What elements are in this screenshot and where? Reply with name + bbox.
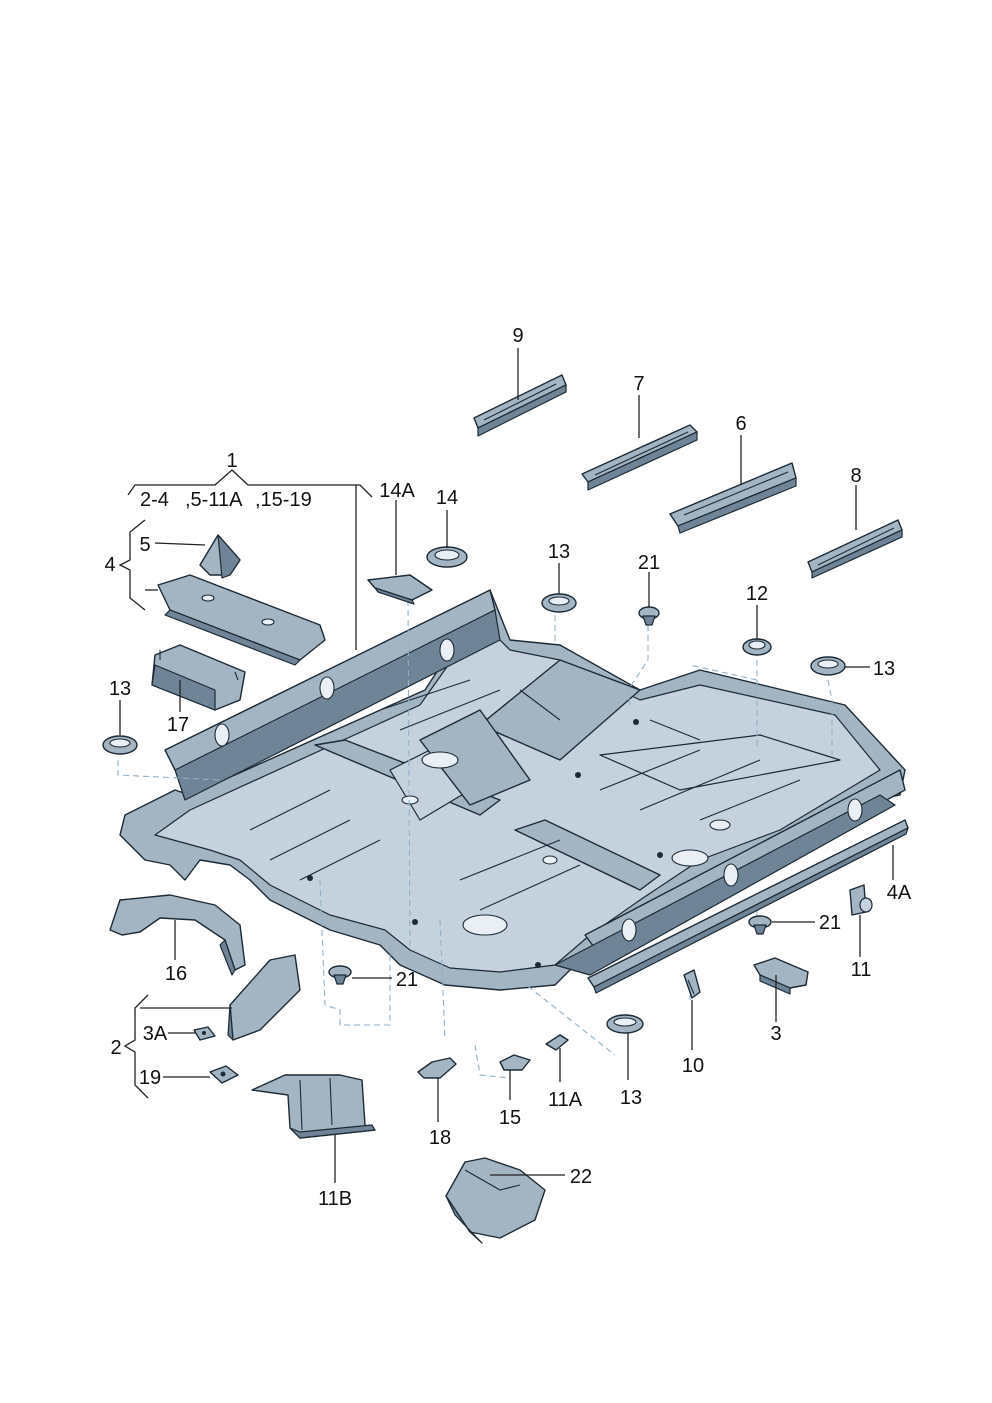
part-11-clip: [849, 884, 873, 916]
label-1: 1: [226, 450, 237, 472]
label-4a: 4A: [887, 882, 912, 904]
label-8: 8: [850, 465, 861, 487]
label-21-right: 21: [819, 912, 841, 934]
label-13-bottom: 13: [620, 1087, 642, 1109]
label-14: 14: [436, 487, 458, 509]
part-2-reinforcement: [227, 954, 301, 1041]
label-7: 7: [633, 373, 644, 395]
part-11a-clip: [545, 1034, 569, 1051]
label-11: 11: [851, 959, 872, 981]
label-17: 17: [167, 714, 189, 736]
grommet-14: [426, 546, 468, 568]
label-13-left: 13: [109, 678, 131, 700]
part-22-cover: [445, 1157, 546, 1244]
grommet-13-bottom: [606, 1014, 644, 1034]
label-4: 4: [104, 554, 115, 576]
part-9-rail: [473, 374, 567, 437]
grommet-12: [742, 638, 772, 656]
label-12: 12: [746, 583, 768, 605]
label-5-11a: ,5-11A: [185, 489, 243, 511]
label-6: 6: [735, 413, 746, 435]
part-11b-bracket: [251, 1074, 376, 1139]
part-15-clip: [499, 1054, 531, 1071]
part-4-reinforcement: [157, 574, 326, 666]
label-21-top: 21: [638, 552, 660, 574]
grommet-13-left: [102, 735, 138, 755]
label-22: 22: [570, 1166, 592, 1188]
plug-21-top: [638, 606, 660, 626]
part-6-rail: [669, 462, 797, 534]
part-3-bracket: [753, 957, 809, 995]
label-2-4: 2-4: [140, 489, 169, 511]
label-14a: 14A: [379, 480, 415, 502]
label-18: 18: [429, 1127, 451, 1149]
part-8-rail: [807, 519, 903, 579]
part-16-wheel-housing: [109, 894, 246, 976]
callout-labels: 1 2-4 ,5-11A ,15-19 14A 14 9 7 6 8 13 21…: [104, 325, 911, 1210]
floor-pan-assembly: [119, 589, 906, 991]
label-13-top: 13: [548, 541, 570, 563]
label-11b: 11B: [318, 1188, 352, 1210]
plug-21-right: [748, 915, 772, 935]
leader-lines: [118, 348, 894, 1183]
part-18-clip: [417, 1057, 457, 1079]
label-3a: 3A: [143, 1023, 168, 1045]
grommet-13-right: [810, 656, 846, 676]
plug-21-bottom: [328, 965, 352, 985]
label-2: 2: [110, 1037, 121, 1059]
part-10-clip: [683, 969, 701, 999]
label-15: 15: [499, 1107, 521, 1129]
label-13-right: 13: [873, 658, 895, 680]
label-3: 3: [770, 1023, 781, 1045]
label-10: 10: [682, 1055, 704, 1077]
label-5: 5: [139, 534, 150, 556]
grommet-13-top: [541, 593, 577, 613]
part-4a-strip: [587, 819, 909, 994]
part-14a-bracket: [367, 574, 433, 605]
label-9: 9: [512, 325, 523, 347]
label-16: 16: [165, 963, 187, 985]
part-3a-nut: [193, 1026, 216, 1041]
part-17-bracket: [151, 644, 246, 711]
label-11a: 11A: [548, 1089, 583, 1111]
label-21-bottom: 21: [396, 969, 418, 991]
part-5-gusset: [199, 534, 241, 579]
label-19: 19: [139, 1067, 161, 1089]
part-7-rail: [581, 424, 698, 491]
label-15-19: ,15-19: [255, 489, 312, 511]
part-19-nut: [209, 1065, 239, 1084]
